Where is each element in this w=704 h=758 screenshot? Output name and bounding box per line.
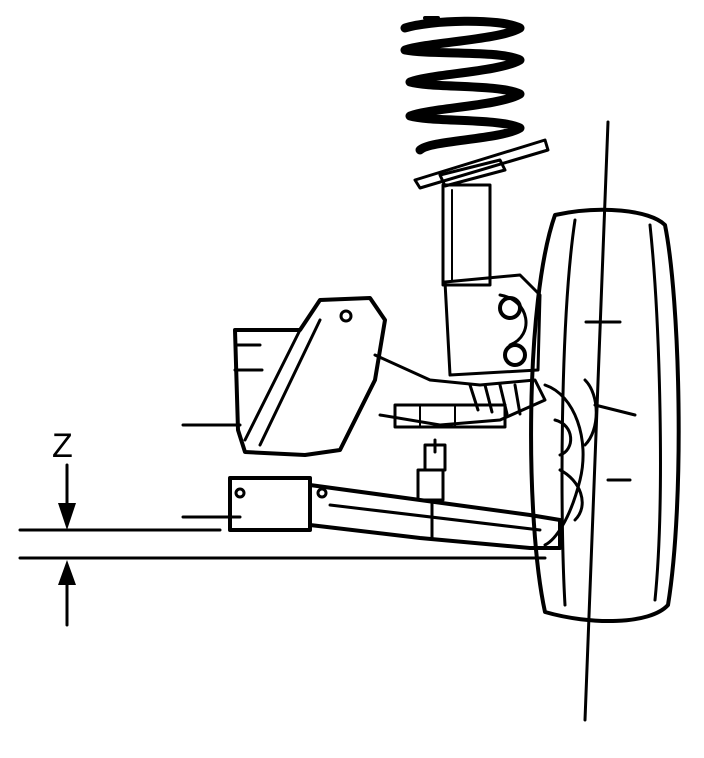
- strut: [441, 183, 542, 377]
- reference-lines: [18, 423, 547, 560]
- wheel-tire: [529, 207, 681, 623]
- ball-joint: [416, 438, 447, 540]
- z-dimension-label: Z: [52, 427, 73, 465]
- coil-spring: [400, 16, 550, 190]
- z-dimension-arrows: [58, 463, 76, 627]
- drive-axle: [373, 353, 547, 429]
- subframe: [233, 296, 387, 457]
- lower-control-arm: [228, 476, 562, 550]
- steering-knuckle: [543, 383, 585, 547]
